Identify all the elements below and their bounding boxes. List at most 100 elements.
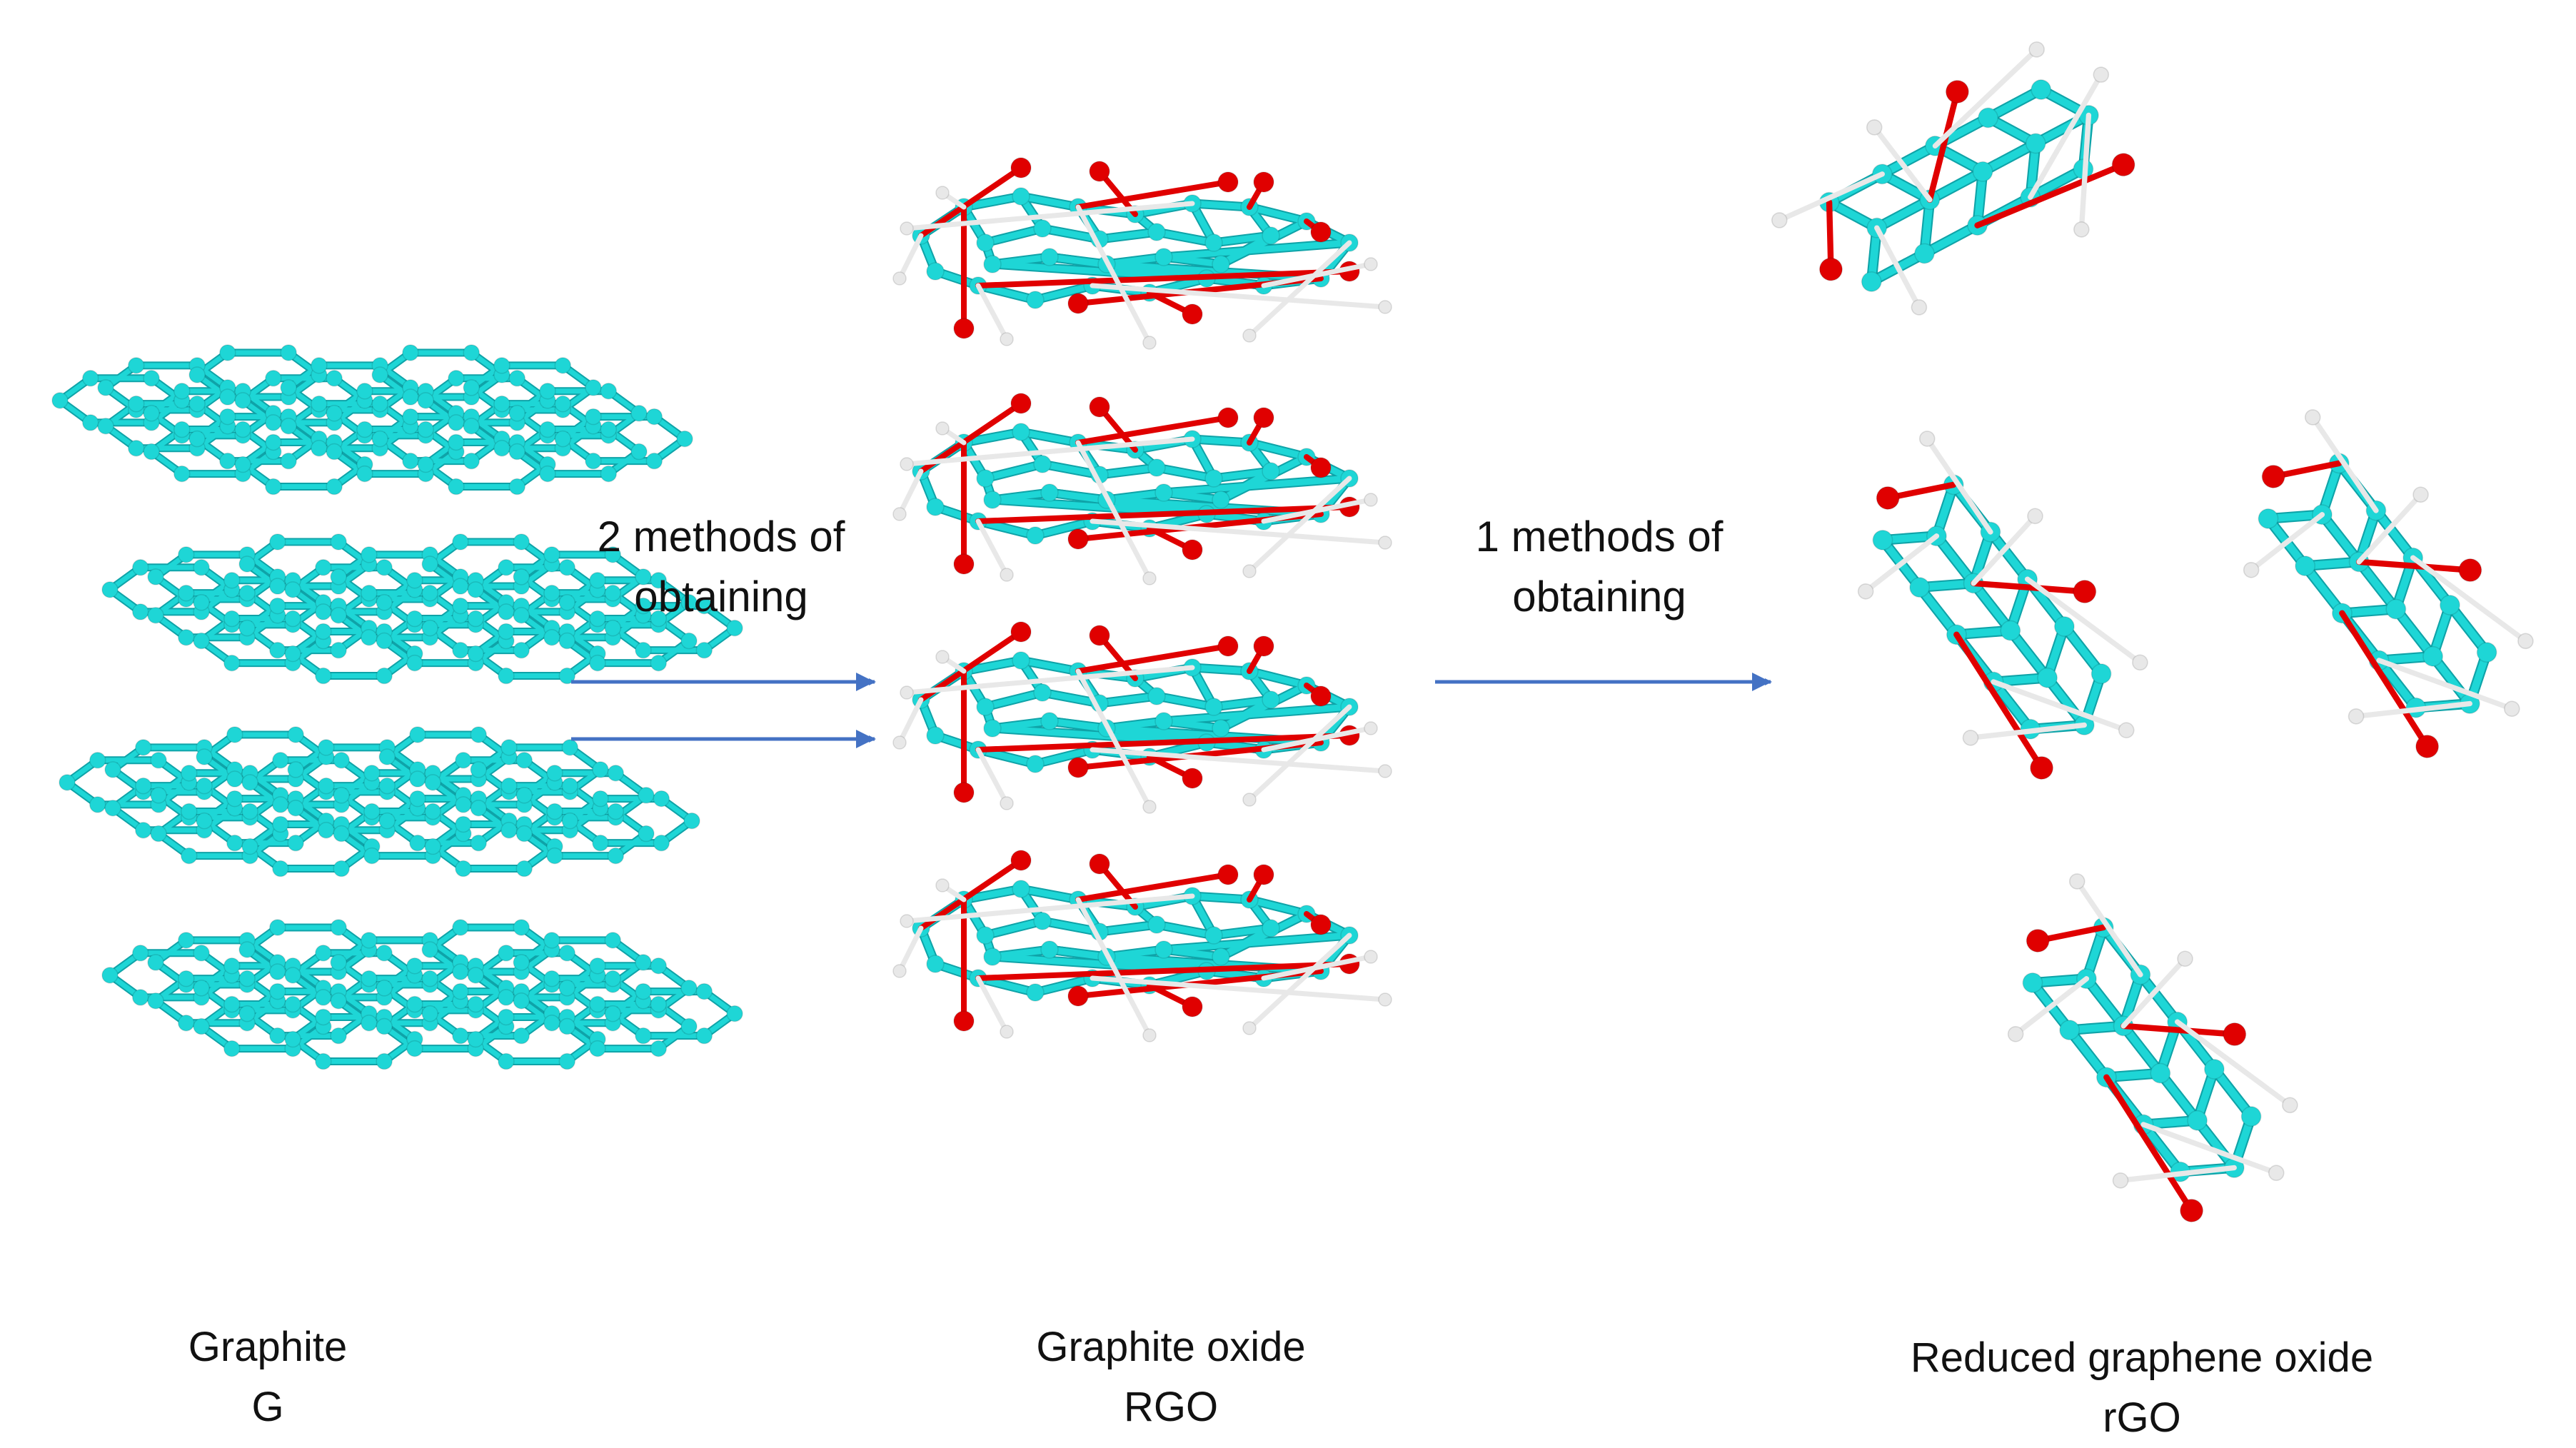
hydrogen-atom xyxy=(1378,992,1392,1007)
carbon-atom xyxy=(493,440,510,457)
carbon-atom xyxy=(284,645,301,663)
rgo-flake xyxy=(2243,409,2534,759)
carbon-atom xyxy=(695,597,713,615)
hydrogen-atom xyxy=(1866,119,1883,136)
bond xyxy=(2248,512,2325,573)
carbon-atom xyxy=(330,568,347,585)
carbon-atom xyxy=(448,478,465,496)
carbon-atom xyxy=(287,761,304,778)
carbon-atom xyxy=(1026,291,1045,309)
carbon-atom xyxy=(2053,615,2075,637)
bond xyxy=(1160,703,1353,725)
carbon-atom xyxy=(315,945,332,962)
carbon-atom xyxy=(463,379,480,396)
carbon-atom xyxy=(177,932,195,949)
bond xyxy=(1932,46,2040,149)
bond xyxy=(1075,897,1152,1038)
carbon-atom xyxy=(196,748,213,765)
carbon-atom xyxy=(515,860,533,878)
hydrogen-atom xyxy=(2027,508,2043,525)
reduced-graphene-oxide-structure xyxy=(1771,41,2534,1223)
bond xyxy=(2339,610,2430,750)
bond xyxy=(1032,518,1096,539)
carbon-atom xyxy=(2150,1062,2171,1084)
carbon-atom xyxy=(513,992,530,1010)
hydrogen-atom xyxy=(2132,654,2148,671)
bond xyxy=(1160,932,1353,953)
hydrogen-atom xyxy=(1242,564,1257,578)
bond xyxy=(2028,71,2104,200)
carbon-atom xyxy=(406,571,423,589)
hydrogen-atom xyxy=(1142,336,1157,350)
carbon-atom xyxy=(333,752,350,769)
carbon-atom xyxy=(452,982,469,1000)
bond xyxy=(960,428,1025,446)
carbon-atom xyxy=(546,764,563,782)
carbon-atom xyxy=(650,995,668,1013)
carbon-atom xyxy=(650,1040,668,1057)
carbon-atom xyxy=(1012,880,1030,898)
carbon-atom xyxy=(1026,526,1045,545)
bond xyxy=(1247,240,1352,338)
bond xyxy=(904,436,1195,467)
carbon-atom xyxy=(406,654,423,672)
carbon-atom xyxy=(226,726,243,743)
oxygen-atom xyxy=(1253,635,1274,657)
carbon-atom xyxy=(470,726,487,743)
carbon-atom xyxy=(1026,755,1045,773)
rgo-flake xyxy=(2007,873,2298,1223)
carbon-atom xyxy=(361,584,378,602)
carbon-atom xyxy=(223,610,241,628)
step-1-line2: obtaining xyxy=(634,573,808,620)
carbon-atom xyxy=(539,421,556,438)
oxygen-atom xyxy=(1217,171,1239,193)
bond xyxy=(1017,193,1082,211)
hydrogen-atom xyxy=(1242,328,1257,343)
carbon-atom xyxy=(378,748,396,765)
hydrogen-atom xyxy=(1918,431,1936,447)
carbon-atom xyxy=(539,382,556,400)
carbon-atom xyxy=(2385,598,2407,620)
bond xyxy=(2376,658,2515,712)
carbon-atom xyxy=(376,559,393,576)
carbon-atom xyxy=(1040,248,1059,266)
carbon-atom xyxy=(635,1027,652,1045)
carbon-atom xyxy=(650,571,668,589)
hydrogen-atom xyxy=(900,685,914,700)
carbon-atom xyxy=(513,568,530,585)
carbon-atom xyxy=(127,357,145,374)
carbon-atom xyxy=(376,632,393,650)
carbon-atom xyxy=(607,847,625,865)
carbon-atom xyxy=(635,982,652,1000)
carbon-atom xyxy=(1204,233,1223,252)
bond xyxy=(904,201,1195,231)
carbon-atom xyxy=(983,491,1002,509)
bond xyxy=(1921,221,1981,258)
carbon-atom xyxy=(311,395,328,413)
bond xyxy=(960,193,1025,211)
bond xyxy=(1153,921,1217,939)
carbon-atom xyxy=(363,803,381,820)
carbon-atom xyxy=(455,796,472,813)
carbon-atom xyxy=(89,752,106,769)
oxygen-atom xyxy=(1182,303,1203,325)
carbon-atom xyxy=(421,584,438,602)
carbon-atom xyxy=(513,1027,530,1045)
hydrogen-atom xyxy=(2268,1165,2285,1182)
oxygen-atom xyxy=(1067,293,1089,314)
carbon-atom xyxy=(101,581,119,598)
bond xyxy=(2140,1122,2279,1176)
bond xyxy=(1039,461,1103,478)
carbon-atom xyxy=(265,433,282,451)
bond xyxy=(2024,576,2143,665)
carbon-atom xyxy=(695,982,713,1000)
carbon-atom xyxy=(448,414,465,431)
carbon-atom xyxy=(326,370,343,387)
carbon-atom xyxy=(515,787,533,804)
carbon-atom xyxy=(223,995,241,1013)
hydrogen-atom xyxy=(1000,796,1014,810)
bond xyxy=(1096,464,1160,478)
hydrogen-atom xyxy=(2007,1025,2024,1042)
bond xyxy=(2375,656,2420,712)
carbon-atom xyxy=(1012,651,1030,670)
